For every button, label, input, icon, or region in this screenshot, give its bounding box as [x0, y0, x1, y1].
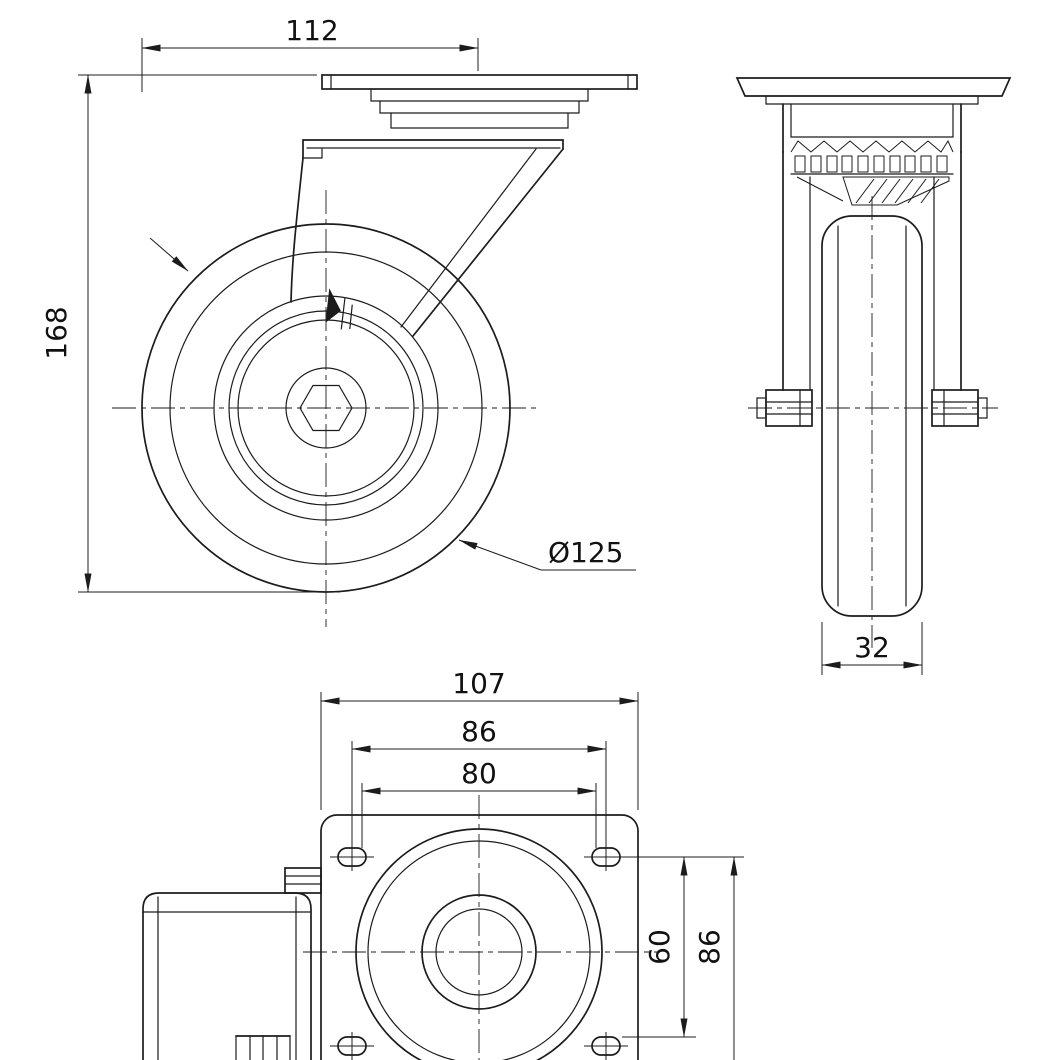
dim-plate-length-text: 107	[452, 667, 505, 700]
dim-bolt-pitch-h-outer-text: 86	[461, 715, 497, 748]
top-plate-front	[735, 77, 1012, 105]
bolt-slot-bottom-right	[584, 1032, 628, 1060]
swivel-raceway-plan	[355, 828, 603, 1060]
dim-bolt-pitch-h-inner-text: 80	[461, 757, 497, 790]
bolt-slot-bottom-left	[330, 1032, 374, 1060]
axle-hex-bolt	[299, 384, 353, 432]
front-view: 32	[735, 77, 1012, 675]
dim-offset-length-text: 112	[285, 14, 338, 47]
bearing-balls-front	[794, 155, 948, 173]
dim-bolt-pitch-h-inner: 80	[361, 757, 597, 848]
fork-legs-front	[782, 151, 962, 391]
dim-bolt-pitch-v-outer-text: 86	[693, 929, 726, 965]
swivel-housing-front	[782, 103, 962, 206]
dim-bolt-pitch-h-outer: 86	[351, 715, 607, 848]
dim-wheel-width-text: 32	[854, 631, 890, 664]
dim-offset-length: 112	[141, 14, 479, 92]
fork-side	[290, 139, 564, 337]
tread-callout-arrow	[149, 237, 189, 272]
center-lines-plan	[303, 795, 657, 1060]
axle-end-plan	[235, 1035, 291, 1060]
axle-nut-right	[931, 389, 988, 427]
mounting-plate-plan	[320, 814, 639, 1060]
axle-nut-left	[756, 389, 813, 427]
leg-bracket-plan	[284, 867, 322, 894]
center-lines-front	[748, 196, 998, 648]
dim-overall-height-text: 168	[40, 306, 73, 359]
dim-plate-length: 107	[320, 667, 639, 810]
center-lines-side	[112, 190, 540, 627]
dim-wheel-width: 32	[821, 622, 923, 675]
plan-view: 107 86 80 60 86	[142, 667, 744, 1060]
dim-overall-height: 168	[40, 74, 340, 593]
kingpin-hatch	[796, 176, 950, 206]
dim-bolt-pitch-v-inner: 60	[622, 856, 744, 1038]
wheel-front	[821, 215, 923, 617]
brand-logo	[325, 288, 353, 330]
spring-washer-zigzag	[790, 139, 954, 153]
side-view: 112 168 Ø125	[40, 14, 638, 627]
dim-wheel-diameter: Ø125	[458, 536, 636, 571]
dim-bolt-pitch-v-outer: 86	[693, 856, 738, 1060]
top-plate-side	[321, 74, 638, 90]
dim-wheel-diameter-text: Ø125	[548, 536, 623, 569]
swivel-bearing-side	[370, 88, 589, 129]
dim-bolt-pitch-v-inner-text: 60	[643, 929, 676, 965]
wheel-plan	[142, 867, 322, 1060]
